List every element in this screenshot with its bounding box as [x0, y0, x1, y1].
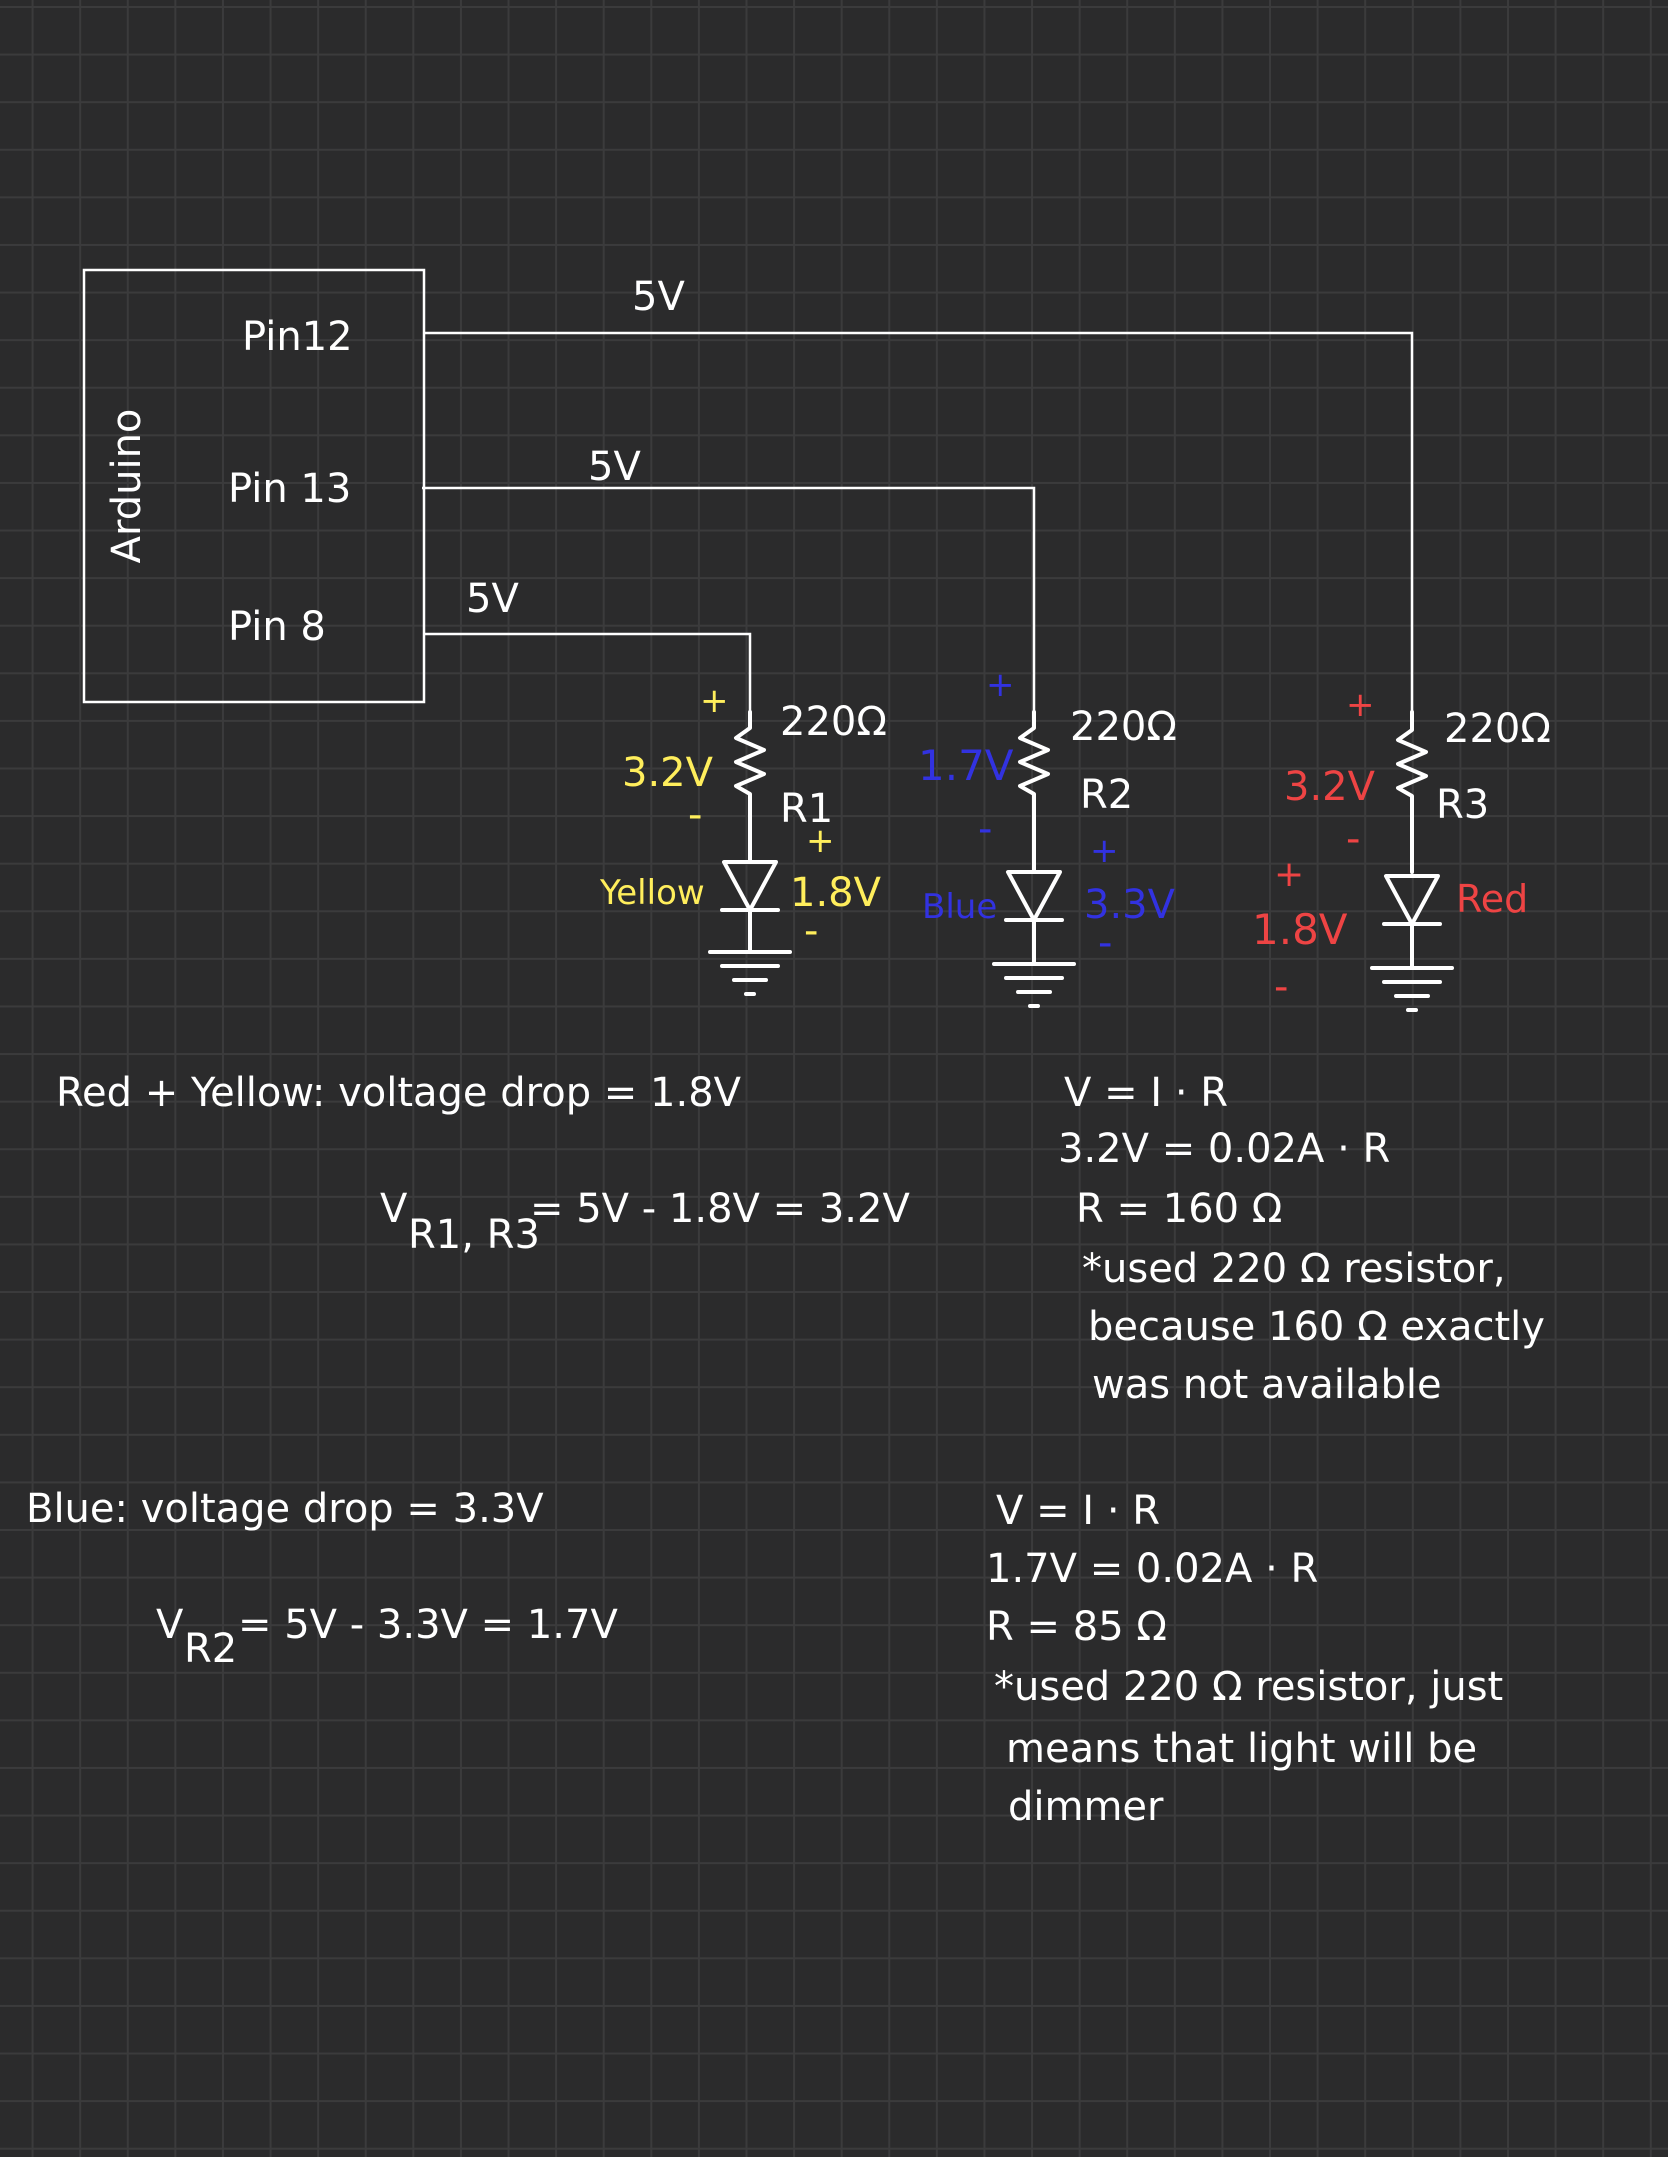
yellow-led-minus: -: [804, 908, 818, 954]
calc1-line2: 3.2V = 0.02A · R: [1058, 1126, 1390, 1172]
blue-led-plus: +: [1090, 831, 1119, 871]
r3-minus: -: [1346, 816, 1360, 862]
r3-name: R3: [1436, 782, 1489, 828]
note1-line1: *used 220 Ω resistor,: [1082, 1246, 1506, 1292]
r2-value: 220Ω: [1070, 704, 1177, 750]
vr2-subscript: R2: [184, 1626, 237, 1672]
calc1-line3: R = 160 Ω: [1076, 1186, 1282, 1232]
vr1r3-rhs: = 5V - 1.8V = 3.2V: [530, 1186, 910, 1232]
r2-plus: +: [986, 665, 1015, 705]
red-led-voltage: 1.8V: [1252, 905, 1348, 954]
arduino-board: [82, 268, 426, 704]
blue-drop: Blue: voltage drop = 3.3V: [26, 1486, 544, 1532]
wire-pin12: [424, 331, 1414, 712]
r1-plus: +: [700, 681, 729, 721]
calc1-line1: V = I · R: [1064, 1070, 1228, 1116]
r2-minus: -: [978, 806, 992, 852]
led-red: [1382, 874, 1442, 968]
r3-plus: +: [1346, 685, 1375, 725]
vr1r3-subscript: R1, R3: [408, 1212, 540, 1258]
note1-line2: because 160 Ω exactly: [1088, 1304, 1545, 1350]
blue-led-minus: -: [1098, 920, 1112, 966]
wire-pin8: [424, 632, 752, 712]
resistor-r3: [1396, 710, 1428, 874]
pin13-label: Pin 13: [228, 466, 351, 512]
red-yellow-drop: Red + Yellow: voltage drop = 1.8V: [56, 1070, 742, 1116]
note2-line1: *used 220 Ω resistor, just: [994, 1664, 1503, 1710]
resistor-r2: [1018, 710, 1050, 874]
wire-voltage-pin12: 5V: [632, 274, 685, 320]
pin8-label: Pin 8: [228, 604, 326, 650]
ground-yellow: [708, 950, 792, 996]
vr2-rhs: = 5V - 3.3V = 1.7V: [238, 1602, 618, 1648]
red-label: Red: [1456, 877, 1528, 921]
red-led-minus: -: [1274, 964, 1288, 1010]
note1-line3: was not available: [1092, 1362, 1442, 1408]
r1-name: R1: [780, 786, 833, 832]
r2-voltage: 1.7V: [918, 741, 1014, 790]
calc2-line3: R = 85 Ω: [986, 1604, 1167, 1650]
wire-pin13: [422, 486, 1036, 712]
yellow-label: Yellow: [599, 873, 705, 913]
yellow-led-voltage: 1.8V: [790, 870, 882, 916]
r2-name: R2: [1080, 772, 1133, 818]
vr1r3-symbol: V: [380, 1186, 408, 1232]
blue-label: Blue: [922, 887, 997, 927]
r1-minus: -: [688, 792, 702, 838]
led-blue: [1004, 870, 1064, 964]
r1-value: 220Ω: [780, 699, 887, 745]
resistor-r1: [734, 710, 766, 864]
calc2-line1: V = I · R: [996, 1488, 1160, 1534]
red-led-plus: +: [1274, 854, 1304, 895]
vr2-symbol: V: [156, 1602, 184, 1648]
note2-line3: dimmer: [1008, 1784, 1164, 1830]
wire-voltage-pin8: 5V: [466, 576, 519, 622]
ground-red: [1370, 966, 1454, 1012]
arduino-label: Arduino: [104, 409, 150, 564]
yellow-led-plus: +: [806, 821, 835, 861]
calc2-line2: 1.7V = 0.02A · R: [986, 1546, 1318, 1592]
r3-value: 220Ω: [1444, 706, 1551, 752]
r3-voltage: 3.2V: [1284, 764, 1376, 810]
note2-line2: means that light will be: [1006, 1726, 1477, 1772]
pin12-label: Pin12: [242, 314, 353, 360]
wire-voltage-pin13: 5V: [588, 444, 641, 490]
blue-led-voltage: 3.3V: [1084, 882, 1176, 928]
r1-voltage: 3.2V: [622, 750, 714, 796]
led-yellow: [720, 860, 780, 952]
ground-blue: [992, 962, 1076, 1008]
